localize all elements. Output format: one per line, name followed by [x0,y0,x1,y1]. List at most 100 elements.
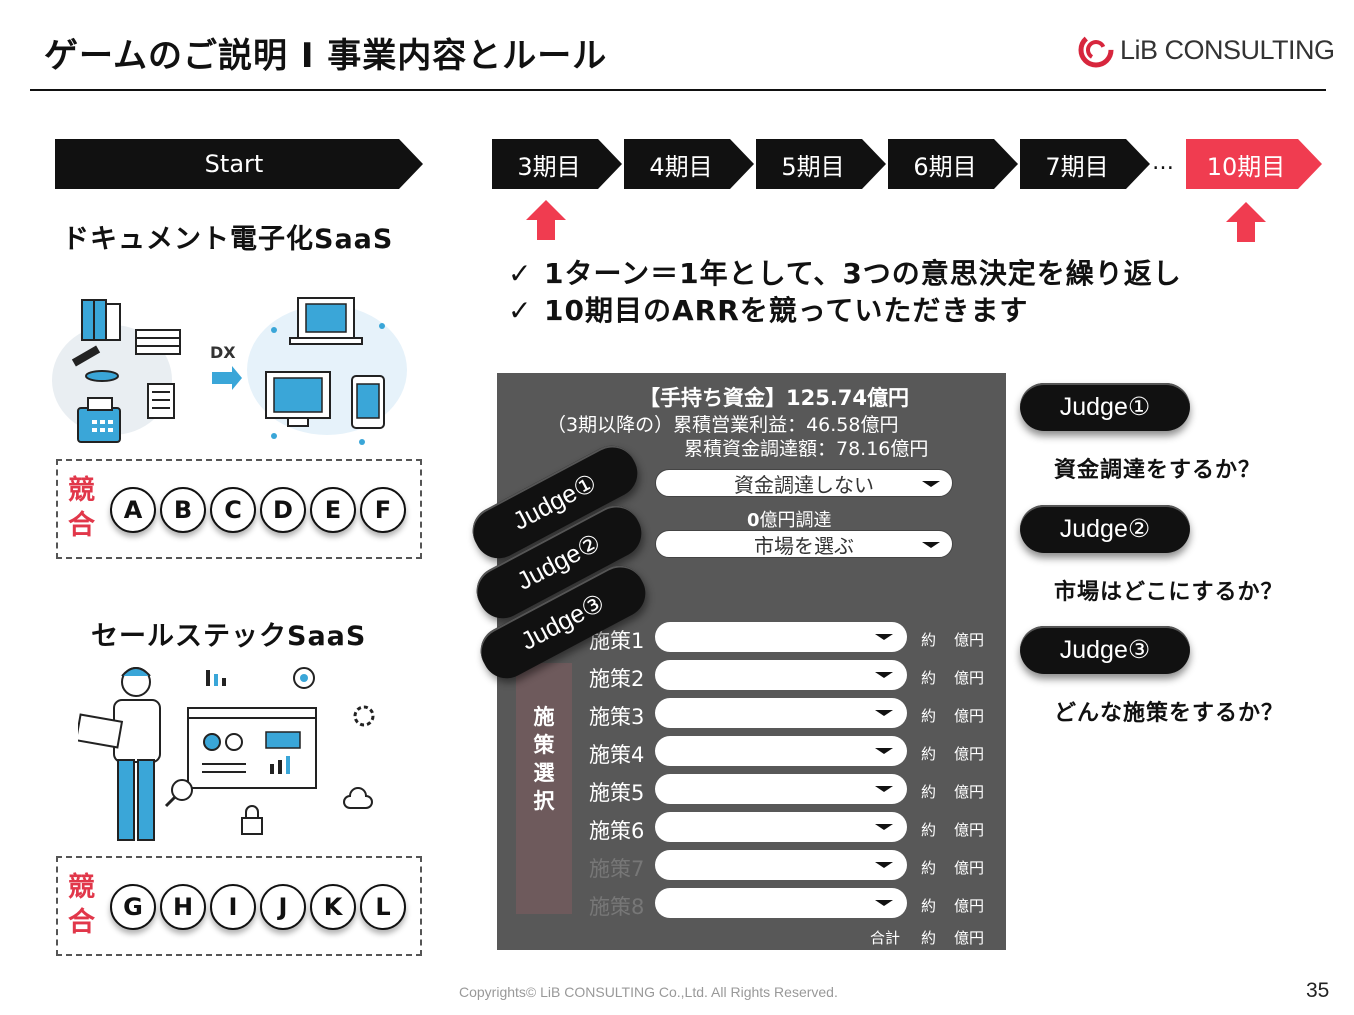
sales-tech-illustration [78,667,375,841]
unit-label: 億円 [954,821,985,839]
funding-select[interactable]: 資金調達しない [655,469,953,497]
timeline-ellipsis: … [1152,150,1174,175]
unit-label: 億円 [954,783,985,801]
measure-select-2[interactable] [655,660,907,690]
measure-label-8: 施策8 [589,895,645,919]
rule-bullet-2: ✓ 10期目のARRを競っていただきます [508,289,1028,329]
page-title: ゲームのご説明 I 事業内容とルール [44,36,608,76]
chevron-down-icon [875,824,893,830]
measure-label-3: 施策3 [589,705,645,729]
approx-label: 約 [921,783,937,801]
measure-select-4[interactable] [655,736,907,766]
period-label: 3期目 [517,152,581,181]
saas2-title: セールステックSaaS [91,621,367,652]
measure-label-6: 施策6 [589,819,645,843]
judge-1-question: 資金調達をするか？ [1054,458,1262,483]
period-chevron-5: 5期目 [756,139,886,189]
document-digitization-illustration: DX [52,297,407,445]
period-label: 7期目 [1045,152,1109,181]
unit-label: 億円 [954,707,985,725]
chevron-down-icon [875,672,893,678]
competitor-d: D [260,487,306,533]
funding-select-value: 資金調達しない [734,472,874,497]
period-label: 10期目 [1206,152,1286,181]
competitor-i: I [210,884,256,930]
funding-amount-unit: 億円調達 [759,510,832,531]
funding-amount-number: 0 [747,510,760,531]
unit-label: 億円 [954,897,985,915]
saas1-title: ドキュメント電子化SaaS [62,224,394,255]
competitor-b: B [160,487,206,533]
competitor-label: 競合 [68,872,95,938]
competitor-g: G [110,884,156,930]
judge-3-badge: Judge③ [1020,626,1190,674]
bullet-text: 1ターン＝1年として、3つの意思決定を繰り返し [544,257,1182,290]
up-arrow-icon [526,200,566,240]
period-chevron-4: 4期目 [624,139,754,189]
judge-3-question: どんな施策をするか？ [1054,701,1285,726]
total-unit-label: 億円 [954,929,985,947]
competitor-h: H [160,884,206,930]
period-label: 6期目 [913,152,977,181]
measure-label-4: 施策4 [589,743,645,767]
svg-text:DX: DX [210,343,236,362]
start-label: Start [204,150,264,178]
measure-select-6[interactable] [655,812,907,842]
period-chevron-6: 6期目 [888,139,1018,189]
approx-label: 約 [921,897,937,915]
check-icon: ✓ [508,294,533,327]
rule-bullet-1: ✓ 1ターン＝1年として、3つの意思決定を繰り返し [508,252,1182,292]
copyright-text: Copyrights© LiB CONSULTING Co.,Ltd. All … [459,984,838,1000]
approx-label: 約 [921,707,937,725]
chevron-down-icon [922,481,940,487]
total-approx-label: 約 [921,929,937,947]
total-label: 合計 [870,929,901,947]
competitor-k: K [310,884,356,930]
period-chevron-7: 7期目 [1020,139,1150,189]
measure-select-1[interactable] [655,622,907,652]
judge-2-badge: Judge② [1020,505,1190,553]
funds-text: 【手持ち資金】125.74億円 [639,386,910,410]
up-arrow-icon [1226,202,1266,242]
game-panel: 【手持ち資金】125.74億円 （3期以降の）累積営業利益：46.58億円 累積… [497,373,1006,950]
competitor-label: 競合 [68,475,95,541]
approx-label: 約 [921,859,937,877]
unit-label: 億円 [954,669,985,687]
start-chevron: Start [55,139,423,189]
unit-label: 億円 [954,631,985,649]
sidebar-label: 施策選択 [533,705,555,813]
competitor-c: C [210,487,256,533]
competitor-f: F [360,487,406,533]
logo-swirl-icon [1078,32,1114,68]
competitors-box-saas1: 競合 A B C D E F [56,459,422,559]
competitor-j: J [260,884,306,930]
measure-select-5[interactable] [655,774,907,804]
judge-2-question: 市場はどこにするか？ [1054,580,1284,605]
measure-label-1: 施策1 [589,629,645,653]
competitor-a: A [110,487,156,533]
judge-1-badge: Judge① [1020,383,1190,431]
measure-label-5: 施策5 [589,781,645,805]
competitor-l: L [360,884,406,930]
company-logo: LiB CONSULTING [1078,30,1335,70]
measure-selection-sidebar: 施策選択 [516,663,572,914]
competitors-box-saas2: 競合 G H I J K L [56,856,422,956]
measure-select-3[interactable] [655,698,907,728]
check-icon: ✓ [508,257,533,290]
bullet-text: 10期目のARRを競っていただきます [544,294,1029,327]
market-select[interactable]: 市場を選ぶ [655,530,953,558]
period-label: 4期目 [649,152,713,181]
measure-select-7[interactable] [655,850,907,880]
measure-label-2: 施策2 [589,667,645,691]
approx-label: 約 [921,745,937,763]
logo-text: LiB CONSULTING [1120,34,1335,65]
approx-label: 約 [921,821,937,839]
measure-label-7: 施策7 [589,857,645,881]
competitor-e: E [310,487,356,533]
period-label: 5期目 [781,152,845,181]
measure-select-8[interactable] [655,888,907,918]
period-chevron-3: 3期目 [492,139,622,189]
chevron-down-icon [922,542,940,548]
unit-label: 億円 [954,859,985,877]
chevron-down-icon [875,786,893,792]
